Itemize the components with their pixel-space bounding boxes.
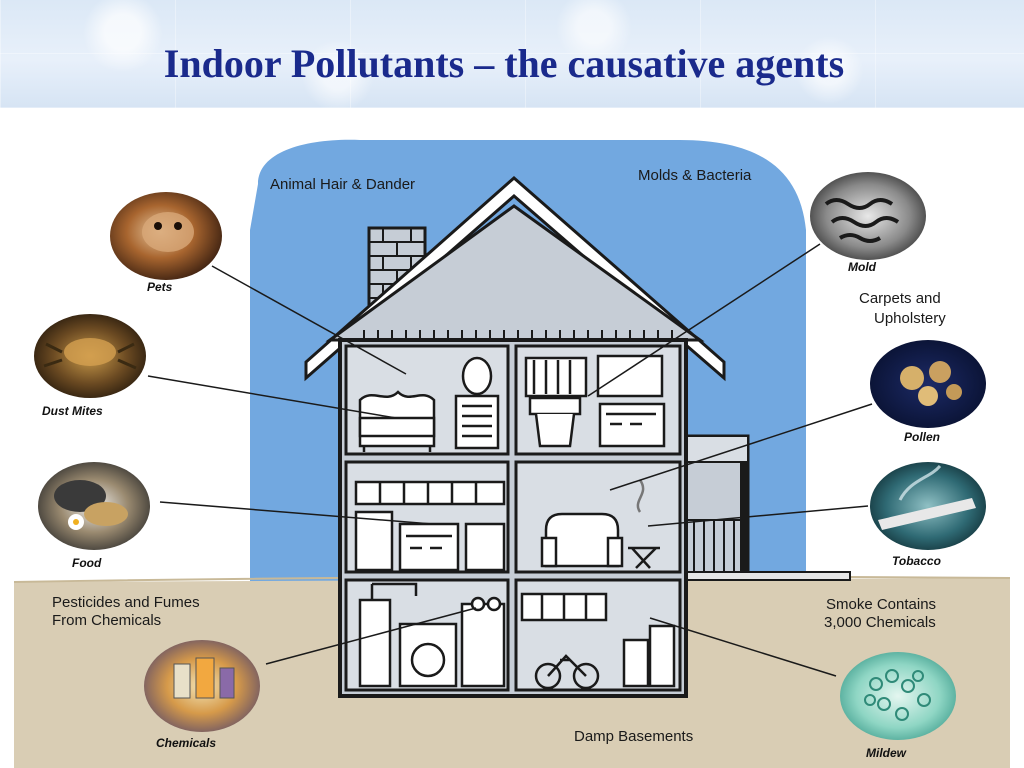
label-smoke-line2: 3,000 Chemicals [824,614,936,631]
food-image [38,462,150,550]
house [304,176,726,698]
label-pesticides-line1: Pesticides and Fumes [52,594,200,611]
kitchen [354,480,506,572]
pointer-lines [147,243,873,677]
caption-mold: Mold [848,260,876,274]
title-banner [0,0,1024,108]
caption-chemicals: Chemicals [156,736,217,750]
caption-pollen: Pollen [904,430,941,444]
label-smoke-line1: Smoke Contains [826,596,937,613]
living-room [540,479,660,569]
basement [358,582,676,690]
label-pesticides-line2: From Chemicals [52,612,162,629]
caption-mildew: Mildew [866,746,907,760]
caption-food: Food [72,556,102,570]
caption-pets: Pets [147,280,173,294]
label-carpets-line2: Upholstery [874,310,946,327]
tobacco-image [870,462,986,550]
porch [639,434,851,581]
mildew-image [840,652,956,740]
pollen-image [870,340,986,428]
caption-tobacco: Tobacco [892,554,941,568]
pets-image [110,192,222,280]
chemicals-image [144,640,260,732]
bed [358,390,436,452]
label-carpets-line1: Carpets and [859,290,941,307]
dust-mites-image [34,314,146,398]
label-molds-bacteria: Molds & Bacteria [638,167,752,184]
label-animal-hair: Animal Hair & Dander [270,176,416,193]
mold-image [810,172,926,260]
dresser [454,356,500,450]
page-title: Indoor Pollutants – the causative agents [163,41,845,86]
bathroom-fixtures [524,354,666,448]
caption-dust-mites: Dust Mites [42,404,103,418]
label-damp-basements: Damp Basements [574,728,694,745]
